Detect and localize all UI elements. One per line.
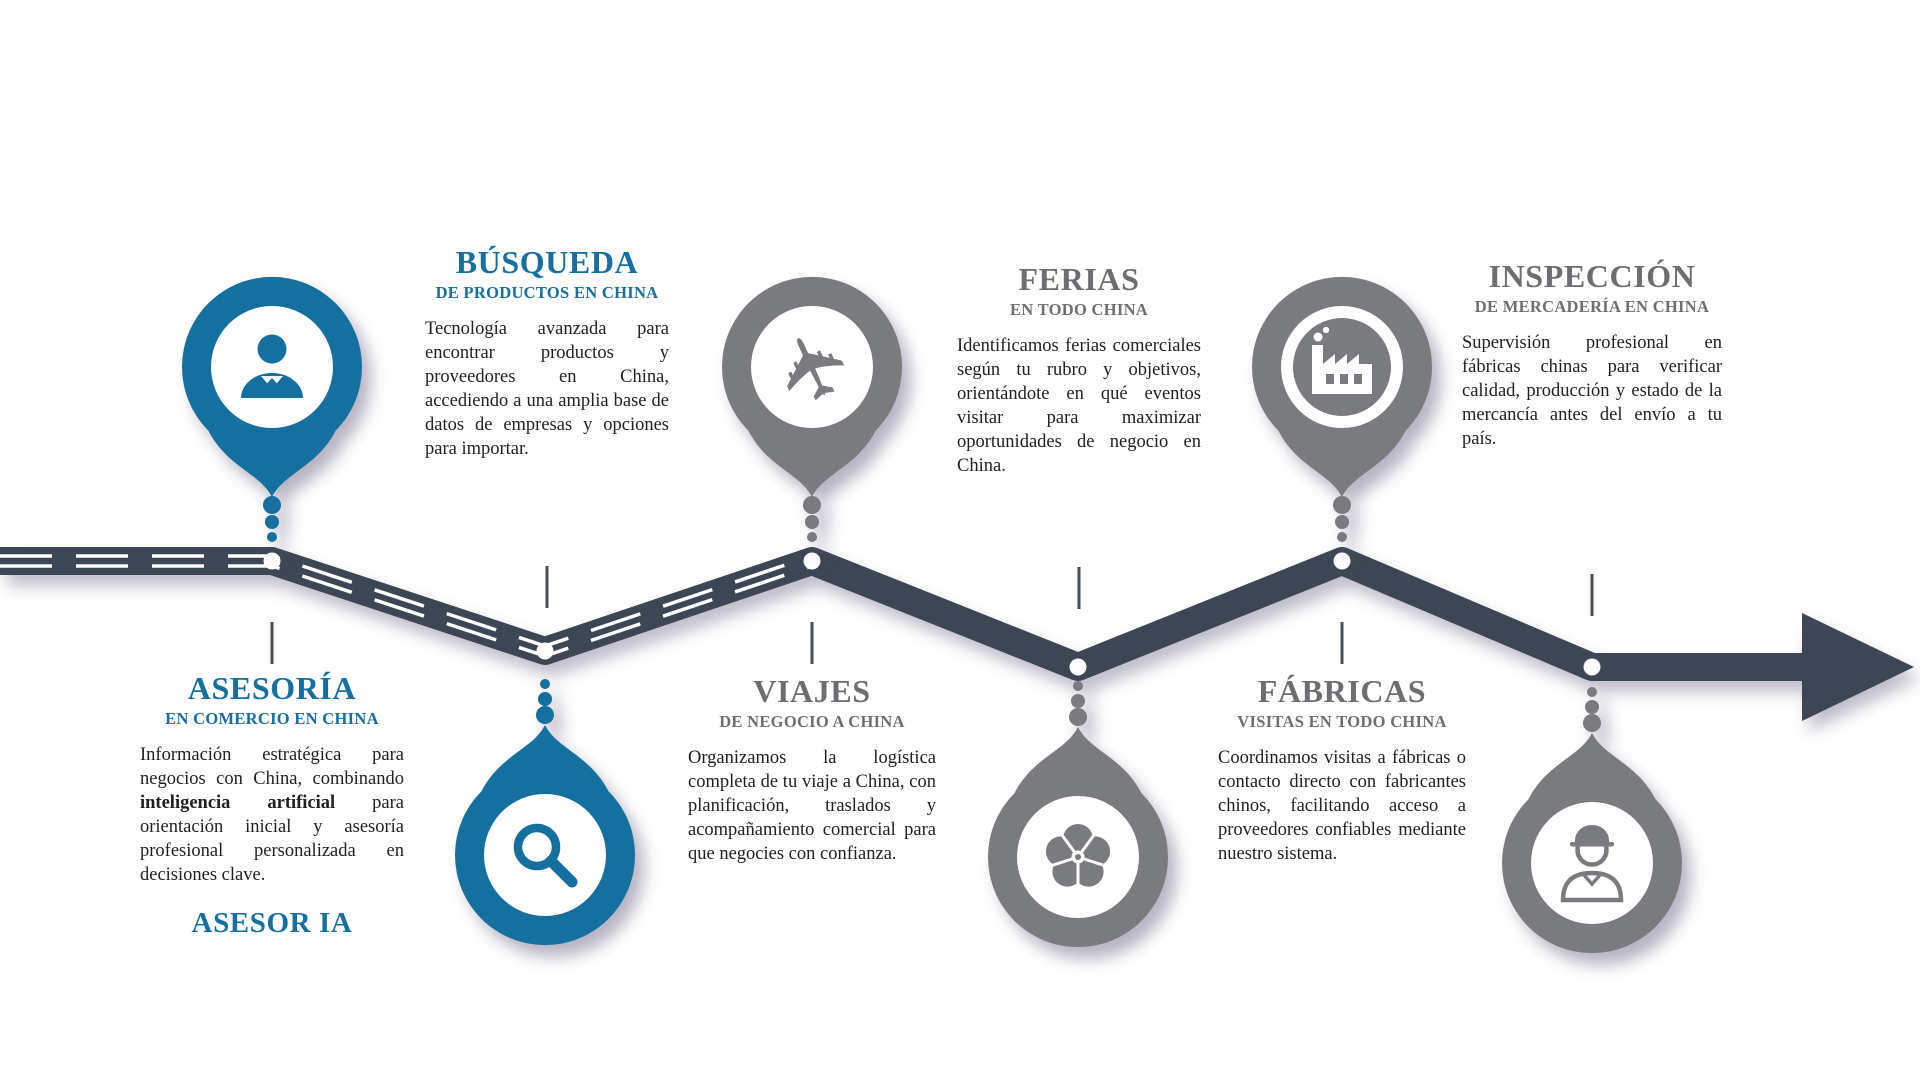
milestone-inspeccion: INSPECCIÓN DE MERCADERÍA EN CHINA Superv… [1462,258,1722,451]
milestone-body: Organizamos la logística completa de tu … [688,747,936,864]
asesor-ia-label: ASESOR IA [191,906,353,939]
milestone-subtitle: DE MERCADERÍA EN CHINA [1474,296,1710,316]
pin-asesoria [182,276,362,542]
flower-icon [1045,824,1111,890]
milestone-subtitle: DE PRODUCTOS EN CHINA [435,282,659,302]
milestone-subtitle: VISITAS EN TODO CHINA [1237,711,1447,731]
road [0,547,1914,721]
road-junction-dots [263,552,1601,676]
milestone-title: ASESORÍA [187,670,357,706]
milestone-title: FERIAS [1018,261,1140,297]
magnifier-icon [513,823,578,888]
road-arrow-icon [1802,613,1914,721]
milestone-body: Identificamos ferias comerciales según t… [957,335,1201,476]
milestone-title: BÚSQUEDA [455,244,639,280]
milestone-subtitle: DE NEGOCIO A CHINA [719,711,905,731]
milestone-title: FÁBRICAS [1257,673,1427,709]
milestone-title: INSPECCIÓN [1488,258,1696,294]
milestone-subtitle: EN COMERCIO EN CHINA [165,708,379,728]
milestone-asesoria: ASESORÍA EN COMERCIO EN CHINA Informació… [140,670,404,940]
milestone-subtitle: EN TODO CHINA [1009,299,1149,319]
pin-busqueda [455,679,635,946]
person-icon [241,334,303,398]
milestone-body: Información estratégica para negocios co… [140,744,404,885]
milestone-ticks [270,566,1594,664]
milestone-busqueda: BÚSQUEDA DE PRODUCTOS EN CHINA Tecnologí… [425,244,669,461]
milestone-body: Coordinamos visitas a fábricas o contact… [1218,747,1466,864]
milestone-body: Supervisión profesional en fábricas chin… [1462,332,1722,449]
pin-viajes: ✈ [722,276,902,542]
road-path [0,547,1822,681]
milestone-ferias: FERIAS EN TODO CHINA Identificamos feria… [957,261,1201,478]
pin-inspeccion [1502,687,1682,954]
worker-icon [1560,825,1624,903]
pin-fabricas [1252,276,1432,542]
factory-icon [1293,318,1391,416]
milestone-viajes: VIAJES DE NEGOCIO A CHINA Organizamos la… [688,673,936,866]
milestone-fabricas: FÁBRICAS VISITAS EN TODO CHINA Coordinam… [1218,673,1466,866]
milestone-title: VIAJES [753,673,871,709]
pin-ferias [988,681,1168,948]
milestone-body: Tecnología avanzada para encontrar produ… [425,318,669,459]
road-lane-markings [0,554,813,658]
